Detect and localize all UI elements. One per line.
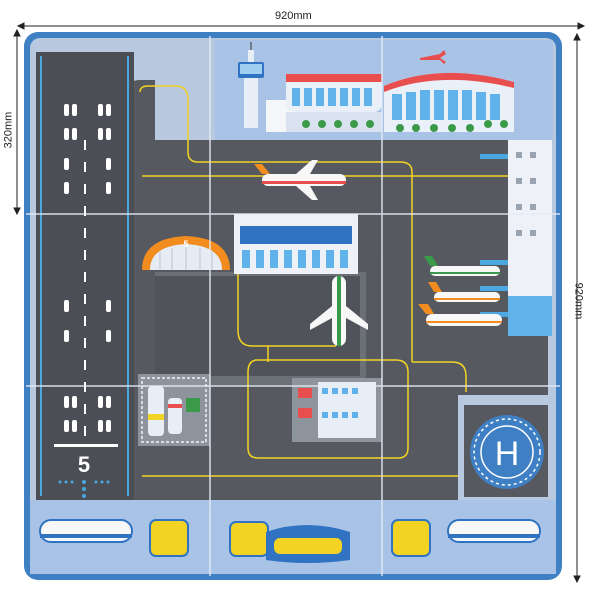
fuel-depot	[138, 374, 210, 446]
helipad-inner	[480, 425, 534, 479]
bottom-plane-right	[447, 519, 541, 543]
height-full-dimension-arrow	[573, 32, 581, 584]
bottom-baggage-carts	[149, 519, 431, 557]
service-building	[292, 378, 382, 442]
hangar	[142, 236, 230, 270]
helipad-letter: H	[495, 435, 520, 473]
bottom-center-vehicle	[266, 525, 350, 563]
airplane-gate-1	[424, 256, 500, 276]
runway-centerline	[84, 140, 86, 436]
terminal-building-left	[266, 74, 382, 132]
terminal-tower-right	[508, 140, 552, 336]
airplane-top	[254, 160, 346, 200]
palm-trees	[302, 120, 508, 132]
runway-edge-right	[127, 56, 129, 496]
terminal-building-right	[384, 72, 514, 132]
hangar-pad-inner	[152, 276, 360, 376]
width-dimension-arrow	[16, 22, 586, 30]
puzzle-seams	[26, 36, 560, 576]
width-dimension-label: 920mm	[275, 10, 312, 22]
runway-touchdown-marks	[64, 104, 111, 432]
airplane-center	[310, 276, 368, 346]
helipad-ring	[473, 418, 541, 486]
airplane-gate-2	[428, 282, 500, 302]
runway-approach-lights	[58, 480, 110, 498]
central-terminal	[234, 214, 358, 274]
runway-edge-left	[40, 56, 42, 496]
height-row-dimension-arrow	[13, 28, 21, 216]
terminal-roof-plane-icon	[420, 50, 446, 64]
hangar-number: 5	[183, 239, 188, 249]
runway-threshold-bar	[54, 444, 118, 447]
runway-number: 5	[78, 452, 90, 477]
bottom-plane-left	[39, 519, 133, 543]
airplane-gate-3	[418, 304, 502, 326]
control-tower	[238, 42, 264, 128]
